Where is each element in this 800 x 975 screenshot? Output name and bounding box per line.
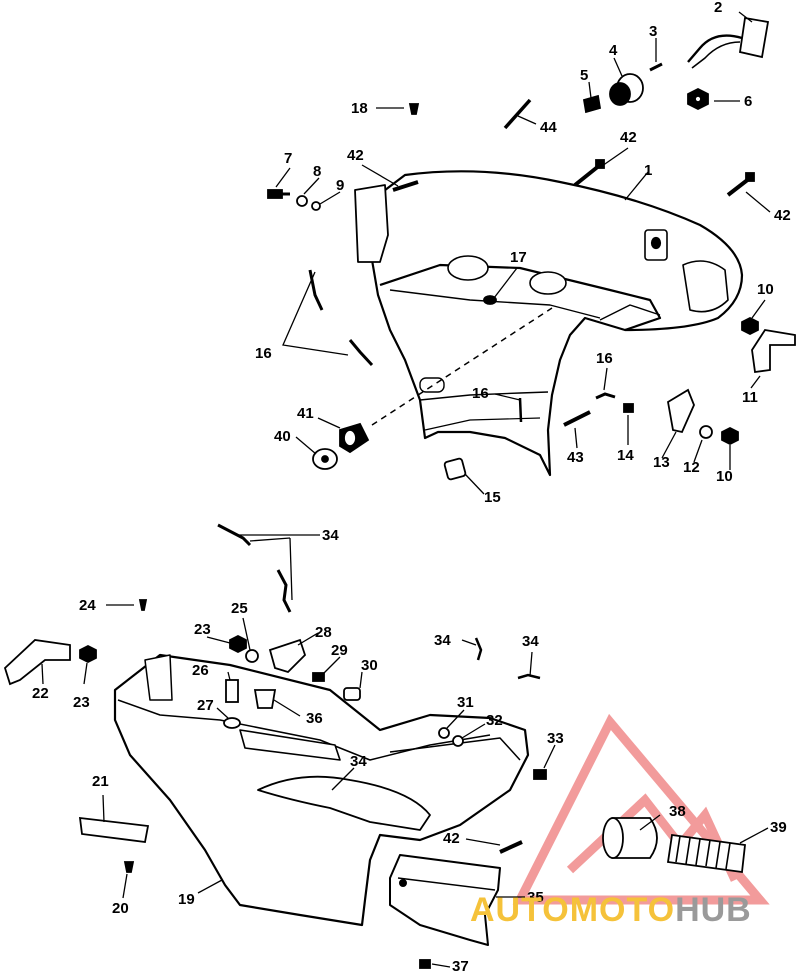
- callout-label: 34: [350, 753, 367, 770]
- callout-label: 10: [757, 281, 774, 298]
- callout-label: 8: [313, 163, 322, 180]
- callout-label: 30: [361, 657, 378, 674]
- callout-label: 41: [297, 405, 314, 422]
- callout-label: 1: [644, 162, 653, 179]
- callout-label: 43: [567, 449, 584, 466]
- callout-label: 42: [620, 129, 637, 146]
- callout-label: 38: [669, 803, 686, 820]
- watermark-brand-part1: AUTOMOTO: [470, 891, 676, 929]
- callout-label: 33: [547, 730, 564, 747]
- watermark-brand-part2: HUB: [675, 891, 752, 929]
- callout-label: 39: [770, 819, 787, 836]
- callout-label: 3: [649, 23, 658, 40]
- hardware-parts: [3, 16, 796, 969]
- callout-label: 7: [284, 150, 293, 167]
- callout-label: 42: [347, 147, 364, 164]
- callout-label: 22: [32, 685, 49, 702]
- callout-label: 15: [484, 489, 501, 506]
- callout-label: 27: [197, 697, 214, 714]
- callout-label: 35: [527, 889, 544, 906]
- watermark-brand: AUTOMOTOHUB: [470, 893, 752, 927]
- callout-label: 21: [92, 773, 109, 790]
- upper-cowl-part-1: [354, 170, 744, 477]
- callout-label: 16: [472, 385, 489, 402]
- callout-label: 23: [194, 621, 211, 638]
- callout-label: 6: [744, 93, 753, 110]
- callout-label: 4: [609, 42, 618, 59]
- watermark-logo-triangle: [512, 713, 770, 905]
- callout-label: 12: [683, 459, 700, 476]
- leader-lines: [41, 11, 771, 968]
- callout-label: 37: [452, 958, 469, 975]
- callout-label: 19: [178, 891, 195, 908]
- assembly-dashed-line: [371, 307, 553, 426]
- callout-label: 32: [486, 712, 503, 729]
- callout-label: 23: [73, 694, 90, 711]
- callout-label: 24: [79, 597, 96, 614]
- callout-label: 28: [315, 624, 332, 641]
- callout-label: 18: [351, 100, 368, 117]
- callout-label: 42: [774, 207, 791, 224]
- callout-label: 34: [434, 632, 451, 649]
- callout-label: 25: [231, 600, 248, 617]
- callout-label: 20: [112, 900, 129, 917]
- callout-label: 36: [306, 710, 323, 727]
- callout-label: 5: [580, 67, 589, 84]
- callout-label: 26: [192, 662, 209, 679]
- callout-label: 9: [336, 177, 345, 194]
- callout-label: 10: [716, 468, 733, 485]
- callout-label: 34: [322, 527, 339, 544]
- callout-label: 2: [714, 0, 723, 16]
- callout-label: 29: [331, 642, 348, 659]
- callout-label: 34: [522, 633, 539, 650]
- callout-label: 42: [443, 830, 460, 847]
- callout-label: 17: [510, 249, 527, 266]
- callout-label: 14: [617, 447, 634, 464]
- lower-cowl-part-19: [113, 653, 530, 927]
- callout-label: 16: [255, 345, 272, 362]
- callout-label: 13: [653, 454, 670, 471]
- side-panel-part-35: [389, 854, 501, 946]
- callout-label: 40: [274, 428, 291, 445]
- callout-label: 16: [596, 350, 613, 367]
- callout-label: 44: [540, 119, 557, 136]
- callout-label: 11: [742, 389, 758, 406]
- callout-label: 31: [457, 694, 474, 711]
